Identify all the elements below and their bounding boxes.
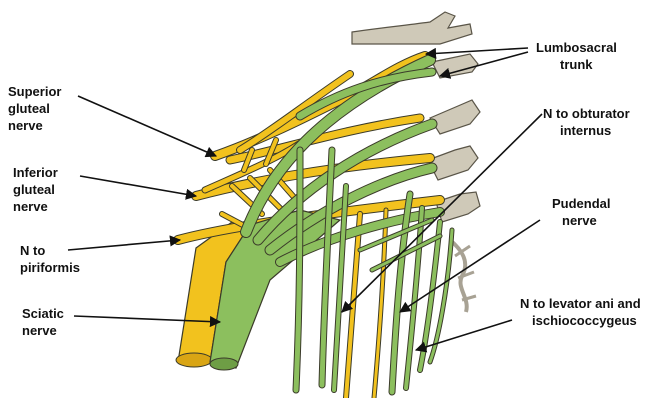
label-sciatic: Sciatic nerve [22, 306, 68, 338]
label-pudendal: Pudendal nerve [552, 196, 614, 228]
arrow-superior-gluteal [78, 96, 216, 156]
label-inferior-gluteal: Inferior gluteal nerve [13, 165, 61, 214]
sciatic-cut-end [176, 353, 212, 367]
root-l4 [352, 12, 472, 44]
label-n-obturator: N to obturator internus [543, 106, 633, 138]
label-n-levator: N to levator ani and ischiococcygeus [520, 296, 644, 328]
arrow-inferior-gluteal [80, 176, 196, 196]
root-l5 [432, 54, 478, 78]
label-n-piriformis: N to piriformis [20, 243, 80, 275]
arrow-piriformis [68, 240, 180, 250]
root-s2 [428, 146, 478, 180]
sciatic-green-cut [210, 358, 238, 370]
arrow-lumbosacral-1 [426, 48, 528, 54]
root-s1 [430, 100, 480, 134]
label-superior-gluteal: Superior gluteal nerve [8, 84, 65, 133]
label-lumbosacral: Lumbosacral trunk [536, 40, 621, 72]
